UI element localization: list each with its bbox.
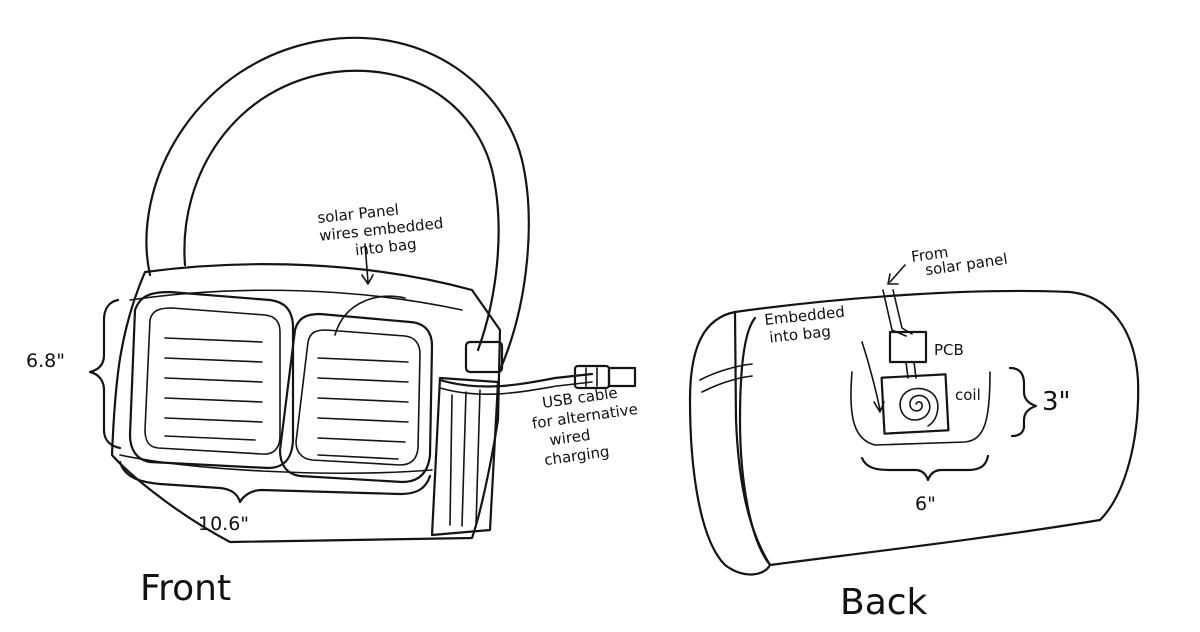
front-usb-cable-edge <box>439 381 593 396</box>
back-height-bracket <box>1008 366 1038 438</box>
front-side-pocket <box>430 376 500 537</box>
from-solar-label: From solar panel <box>910 235 1009 281</box>
front-bag-bottom-seam <box>119 454 433 474</box>
front-width-label: 10.6" <box>198 513 249 535</box>
front-embedded-wire <box>334 295 406 336</box>
front-bag-flap-seam <box>129 289 463 311</box>
front-side-pocket-fold-2 <box>461 391 467 527</box>
solar-wires-arrow <box>361 243 374 285</box>
embedded-label: Embedded into bag <box>764 302 853 347</box>
front-shoulder-strap <box>145 36 530 372</box>
front-strap-buckle <box>464 340 504 374</box>
pcb-label: PCB <box>934 341 964 359</box>
front-solar-panel-left <box>128 290 295 470</box>
front-height-label: 6.8" <box>26 350 65 372</box>
back-view: From solar panel Embedded into bag PCB c… <box>688 235 1140 623</box>
back-caption: Back <box>840 582 928 623</box>
back-embedded-area <box>850 371 991 446</box>
back-end-pocket <box>699 363 753 393</box>
from-solar-arrow <box>887 264 906 285</box>
front-solar-panel-right <box>278 312 434 484</box>
usb-plug-icon <box>573 364 637 390</box>
front-caption: Front <box>140 568 231 609</box>
back-width-bracket <box>860 454 990 482</box>
coil-label: coil <box>955 386 981 404</box>
solar-wires-label: solar Panel wires embedded into bag <box>317 196 451 263</box>
front-shoulder-strap-inner <box>183 69 500 352</box>
front-usb-cable <box>438 372 594 388</box>
back-width-label: 6" <box>915 493 936 515</box>
front-side-pocket-fold-1 <box>449 394 453 526</box>
front-height-bracket <box>88 298 122 450</box>
usb-cable-label: USB cable for alternative wired charging <box>528 380 649 470</box>
embedded-arrow <box>861 341 885 413</box>
pcb-module <box>888 330 928 364</box>
front-bag-body <box>110 263 502 544</box>
front-side-pocket-fold-3 <box>475 389 481 527</box>
front-width-bracket <box>118 460 432 504</box>
coil-spiral-icon <box>899 387 939 427</box>
front-view: solar Panel wires embedded into bag 6.8"… <box>26 36 649 609</box>
back-height-label: 3" <box>1042 387 1071 417</box>
back-bag-end-cap <box>688 310 772 576</box>
